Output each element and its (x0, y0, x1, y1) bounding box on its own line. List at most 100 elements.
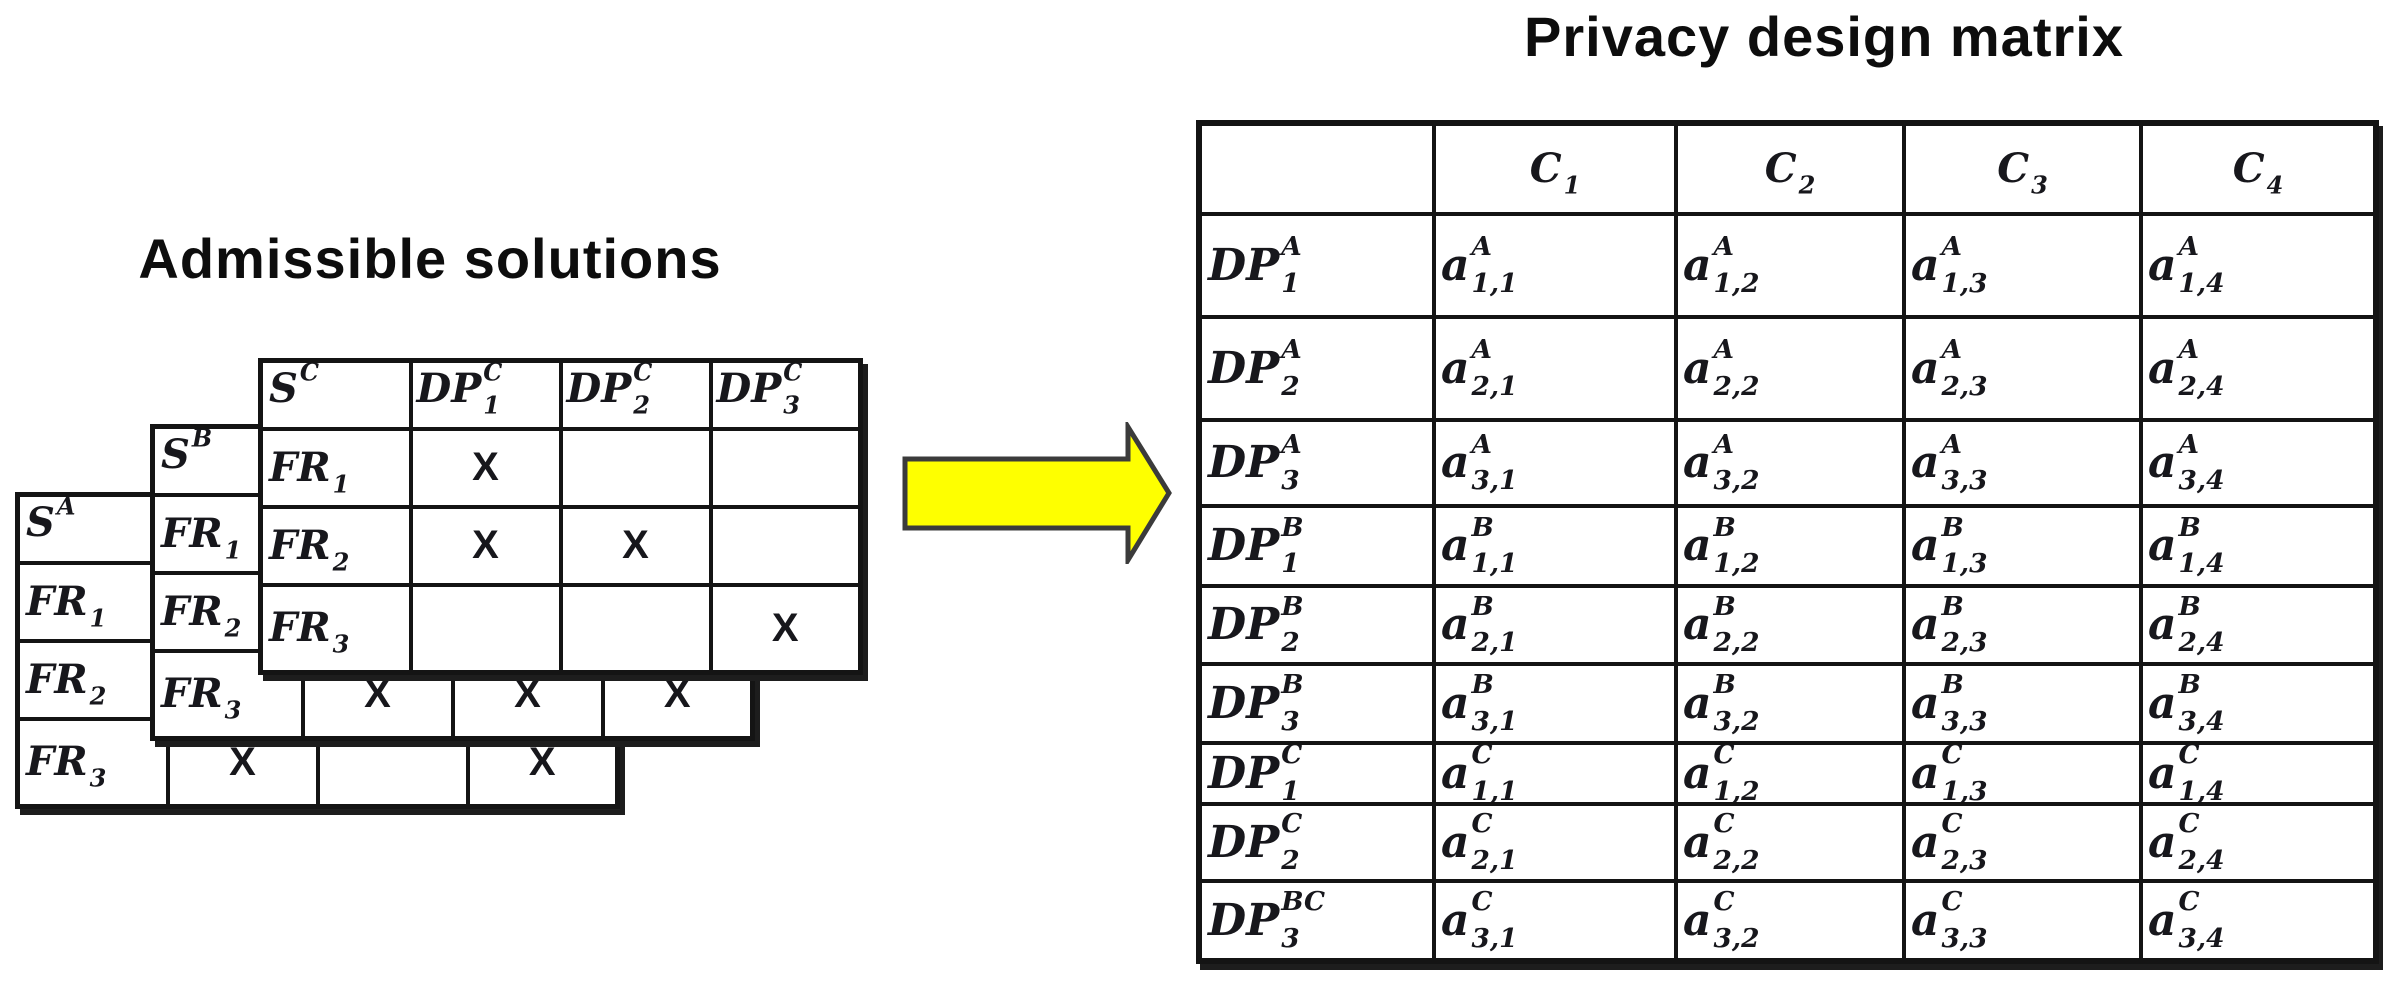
math-subscript: 1 (483, 390, 500, 420)
math-superscript: C (299, 360, 319, 387)
x-mark-cell: X (708, 582, 863, 675)
math-superscript: C (633, 360, 653, 387)
math-superscript: A (1281, 334, 1302, 366)
math-base: DP (566, 365, 632, 412)
math-superscript: B (2178, 511, 2201, 543)
admissible-solutions-title: Admissible solutions (138, 227, 722, 290)
math-base: a (1683, 747, 1712, 799)
math-subscript: 1,4 (2178, 547, 2225, 579)
math-subscript: 2,4 (2178, 844, 2225, 876)
math-subscript: 2 (224, 612, 242, 642)
math-scripts: 4 (2267, 145, 2284, 197)
math-subscript: 2 (633, 390, 650, 420)
math-superscript: C (783, 360, 803, 387)
math-base: a (1441, 239, 1470, 291)
math-subscript: 4 (2266, 170, 2284, 200)
math-base: FR (26, 577, 88, 625)
math-base: a (2148, 342, 2177, 394)
math-base: a (1683, 894, 1712, 946)
math-superscript: C (1471, 743, 1493, 771)
math-base: a (1683, 677, 1712, 729)
math-subscript: 1 (224, 534, 242, 564)
math-base: a (1441, 599, 1470, 650)
math-base: C (1997, 145, 2030, 192)
math-base: FR (269, 443, 331, 491)
math-superscript: B (1281, 669, 1304, 701)
empty-cell (558, 582, 713, 675)
math-superscript (333, 600, 350, 624)
math-base: a (2148, 520, 2177, 571)
empty-cell (708, 504, 863, 587)
math-superscript (90, 734, 107, 758)
empty-cell (408, 582, 563, 675)
math-base: S (161, 431, 190, 478)
math-base: a (1441, 677, 1470, 729)
empty-cell (558, 426, 713, 509)
math-subscript: 1,3 (1941, 775, 1988, 804)
math-subscript: 2,4 (2178, 626, 2225, 658)
math-scripts: 1 (1564, 145, 1581, 197)
math-base: FR (161, 670, 223, 718)
math-base: a (2148, 816, 2177, 868)
math-subscript: 3,4 (2178, 922, 2225, 954)
math-superscript: C (2178, 886, 2200, 918)
math-subscript: 2,1 (1471, 370, 1518, 402)
math-superscript: A (2178, 428, 2199, 460)
math-base: a (2148, 677, 2177, 729)
math-base: a (1683, 437, 1712, 488)
math-superscript: B (1471, 511, 1494, 543)
math-subscript: 2,3 (1941, 370, 1988, 402)
math-superscript: B (191, 426, 213, 453)
math-superscript: C (483, 360, 503, 387)
math-superscript: C (1713, 743, 1735, 771)
math-base: DP (1208, 599, 1280, 650)
